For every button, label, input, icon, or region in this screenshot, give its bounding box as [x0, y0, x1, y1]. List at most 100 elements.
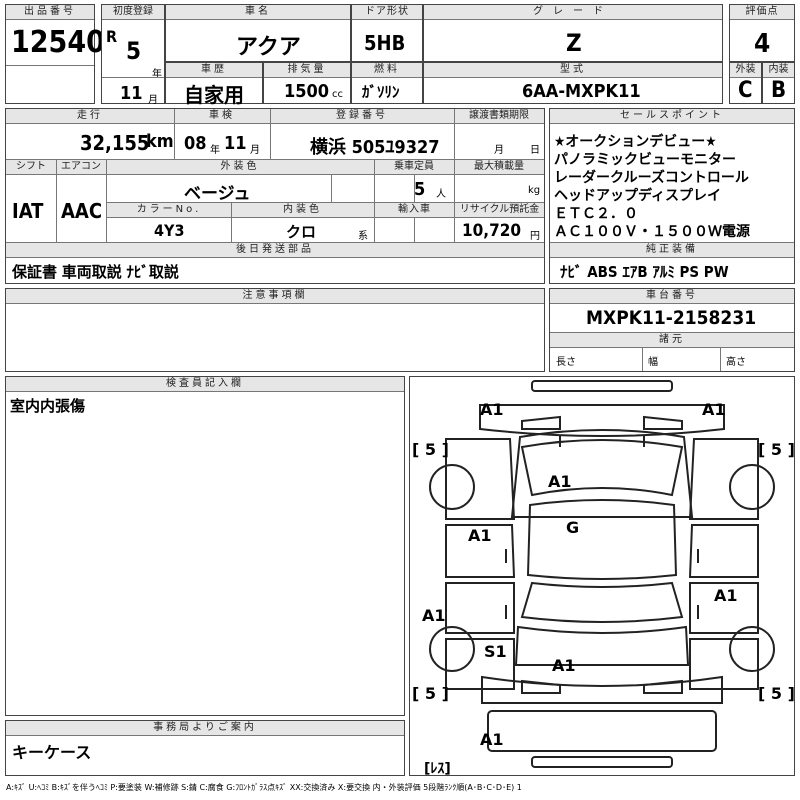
- score-label: 評価点: [730, 5, 794, 20]
- equipment: ﾅﾋﾞ ABS ｴｱB ｱﾙﾐ PS PW: [560, 263, 729, 281]
- door-type: 5HB: [364, 31, 406, 55]
- registration-box: 初度登録 R 5 年 11 月: [101, 4, 165, 106]
- inspector-box: 検査員記入欄 室内内張傷: [5, 376, 405, 716]
- length-label: 長さ: [556, 357, 576, 368]
- interior-color: クロ: [286, 223, 317, 241]
- chassis-box: 車台番号 MXPK11-2158231 諸元 長さ 幅 高さ: [549, 288, 795, 372]
- sales-line: ヘッドアップディスプレイ: [554, 188, 722, 204]
- tire-label-rr: [ 5 ]: [758, 684, 794, 703]
- sales-line: ★オークションデビュー★: [554, 134, 717, 150]
- lot-box: 出品番号 12540: [5, 4, 105, 104]
- chassis-label: 車台番号: [550, 289, 794, 304]
- lot-number: 12540: [11, 25, 105, 60]
- damage-mark: A1: [552, 656, 576, 675]
- plate-label: 登録番号: [270, 109, 454, 124]
- transfer-month-unit: 月: [494, 145, 504, 156]
- ext-grade-box: 外装 C: [729, 62, 762, 104]
- displacement-label: 排気量: [264, 63, 350, 78]
- lot-label: 出品番号: [6, 5, 94, 20]
- history: 自家用: [184, 83, 244, 107]
- damage-mark: A1: [714, 586, 738, 605]
- sales-line: ＥＴＣ２．０: [554, 206, 638, 222]
- import-label: 輸入車: [375, 203, 454, 218]
- air-conditioner: AAC: [61, 199, 103, 223]
- fuel-label: 燃料: [352, 63, 422, 78]
- tire-label-fl: [ 5 ]: [412, 440, 449, 459]
- capacity: 5: [414, 179, 426, 200]
- score-box: 評価点 4: [729, 4, 795, 62]
- inspector-label: 検査員記入欄: [6, 377, 404, 392]
- displacement-box: 排気量 1500 cc: [263, 62, 351, 104]
- era: R: [106, 27, 118, 46]
- damage-mark: A1: [468, 526, 492, 545]
- capacity-unit: 人: [436, 189, 446, 200]
- inspection-month-unit: 月: [250, 145, 260, 156]
- interior-label: 内装: [763, 63, 794, 78]
- transfer-label: 譲渡書類期限: [454, 109, 544, 124]
- damage-mark: A1: [548, 472, 572, 491]
- sales-line: ＡＣ１００Ｖ・１５００Ｗ電源: [554, 224, 750, 240]
- damage-mark: S1: [484, 642, 507, 661]
- sales-box: セールスポイント ★オークションデビュー★ パノラミックビューモニター レーダー…: [549, 108, 795, 284]
- load-unit: kg: [528, 185, 541, 196]
- ac-label: エアコン: [56, 160, 106, 175]
- interior-color-unit: 系: [358, 231, 368, 242]
- color-number-label: カラーNo.: [107, 203, 231, 218]
- sales-line: パノラミックビューモニター: [554, 152, 736, 168]
- interior-color-label: 内装色: [231, 203, 374, 218]
- km-unit: km: [146, 131, 174, 152]
- shift-label: シフト: [6, 160, 56, 175]
- yen-unit: 円: [530, 231, 540, 242]
- spec-label: 諸元: [550, 333, 794, 348]
- grade-label: グレード: [424, 5, 722, 20]
- reg-year: 5: [126, 37, 142, 65]
- grade-box: グレード Z: [423, 4, 723, 62]
- type-box: 型式 6AA-MXPK11: [423, 62, 723, 104]
- tire-label-fr: [ 5 ]: [758, 440, 794, 459]
- spare-tire-label: [ﾚｽ]: [424, 761, 451, 775]
- damage-mark: A1: [422, 606, 446, 625]
- mileage-label: 走行: [6, 109, 174, 124]
- inspection-year: 08: [184, 133, 207, 154]
- car-outline: [ 5 ] [ 5 ] [ 5 ] [ 5 ] [ﾚｽ] A1 A1 A1 G …: [412, 380, 795, 777]
- shift: IAT: [12, 199, 44, 223]
- sales-label: セールスポイント: [550, 109, 794, 124]
- load-label: 最大積載量: [454, 160, 544, 175]
- sales-line: レーダークルーズコントロール: [554, 170, 749, 186]
- model-type-label: 型式: [424, 63, 722, 78]
- month-unit: 月: [148, 95, 158, 106]
- color-number: 4Y3: [154, 221, 185, 240]
- car-diagram: [ 5 ] [ 5 ] [ 5 ] [ 5 ] [ﾚｽ] A1 A1 A1 G …: [409, 376, 795, 777]
- notes-label: 注意事項欄: [6, 289, 544, 304]
- height-label: 高さ: [726, 357, 746, 368]
- inspection-label: 車検: [174, 109, 270, 124]
- exterior-grade: C: [738, 78, 753, 103]
- later-parts: 保証書 車両取説 ﾅﾋﾞ取説: [12, 263, 179, 281]
- office-box: 事務局よりご案内 キーケース: [5, 720, 405, 776]
- fuel-box: 燃料 ｶﾞｿﾘﾝ: [351, 62, 423, 104]
- office-label: 事務局よりご案内: [6, 721, 404, 736]
- exterior-label: 外装: [730, 63, 761, 78]
- model-name-box: 車名 アクア: [165, 4, 351, 62]
- registration-label: 初度登録: [102, 5, 164, 20]
- score: 4: [754, 29, 771, 59]
- cc-unit: cc: [332, 89, 343, 100]
- mileage: 32,155: [80, 131, 150, 155]
- recycle-fee: 10,720: [462, 221, 522, 241]
- displacement: 1500: [284, 81, 330, 102]
- details-box: 走行 車検 登録番号 譲渡書類期限 32,155 km 08 年 11 月 横浜…: [5, 108, 545, 284]
- capacity-label: 乗車定員: [374, 160, 454, 175]
- history-box: 車歴 自家用: [165, 62, 263, 107]
- width-label: 幅: [648, 357, 658, 368]
- model-type: 6AA-MXPK11: [522, 81, 641, 102]
- chassis-number: MXPK11-2158231: [586, 307, 757, 329]
- fuel: ｶﾞｿﾘﾝ: [362, 83, 400, 101]
- door-box: ドア形状 5HB: [351, 4, 423, 62]
- damage-mark: A1: [480, 400, 504, 419]
- equipment-label: 純正装備: [550, 243, 794, 258]
- notes-box: 注意事項欄: [5, 288, 545, 372]
- later-parts-label: 後日発送部品: [6, 243, 544, 258]
- color-label: 外装色: [106, 160, 374, 175]
- reg-month: 11: [120, 83, 143, 104]
- car-name: アクア: [236, 35, 301, 60]
